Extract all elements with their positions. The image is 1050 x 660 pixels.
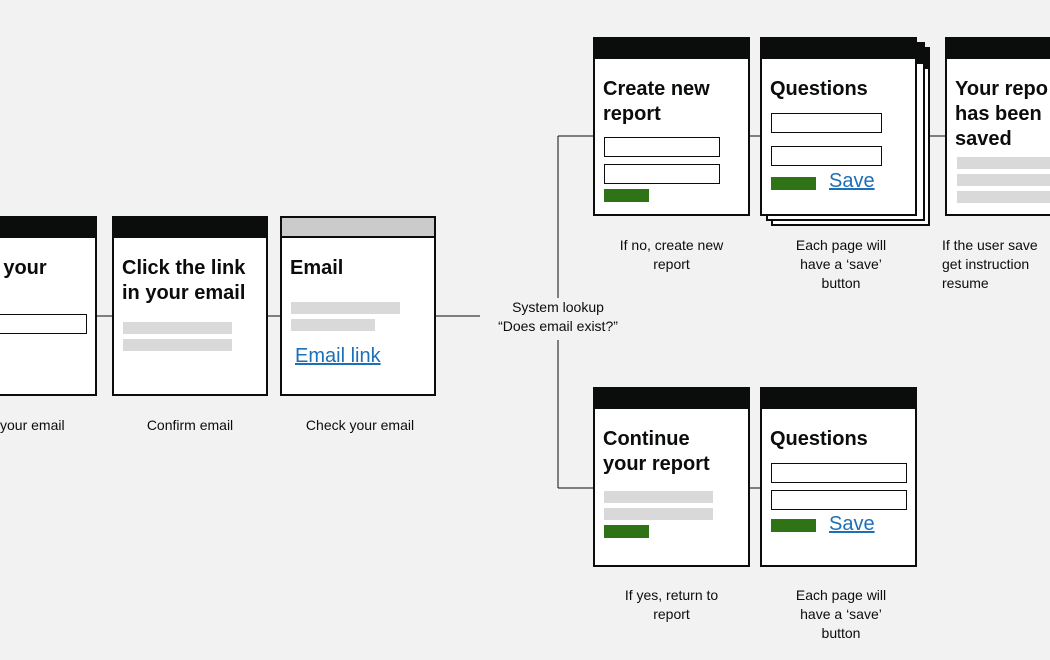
placeholder-line (604, 491, 713, 503)
question-field (771, 490, 907, 510)
card-title: Questions (770, 428, 868, 450)
card-title: Your repo has been saved (955, 78, 1048, 150)
placeholder-line (291, 319, 375, 331)
create-report-card: Create new report (593, 37, 750, 216)
continue-button (604, 189, 649, 202)
card-header-bar (595, 39, 748, 59)
email-link[interactable]: Email link (295, 345, 381, 367)
card-title: Create new report (603, 78, 710, 125)
questions-bottom-caption: Each page will have a ‘save’ button (795, 587, 887, 641)
continue-button (771, 177, 816, 190)
confirm-email-card: Click the link in your email (112, 216, 268, 396)
report-saved-card: Your repo has been saved (945, 37, 1050, 216)
question-field (771, 146, 882, 166)
card-title: r your l (3, 257, 47, 279)
enter-email-card: r your l (0, 216, 97, 396)
check-email-card: Email Email link (280, 216, 436, 396)
report-field (604, 137, 720, 157)
continue-report-caption: If yes, return to report (624, 587, 719, 622)
card-header-bar (0, 218, 95, 238)
card-title: Questions (770, 78, 868, 100)
card-header-bar (114, 218, 266, 238)
placeholder-line (123, 339, 232, 351)
question-field (771, 463, 907, 483)
card-header-bar (282, 218, 434, 238)
card-title: Continue your report (603, 428, 710, 475)
check-email-caption: Check your email (305, 417, 415, 433)
continue-button (771, 519, 816, 532)
placeholder-line (123, 322, 232, 334)
card-header-bar (762, 389, 915, 409)
save-link[interactable]: Save (829, 170, 875, 192)
card-header-bar (595, 389, 748, 409)
card-header-bar (947, 39, 1050, 59)
placeholder-line (604, 508, 713, 520)
question-field (771, 113, 882, 133)
placeholder-line (957, 191, 1050, 203)
questions-bottom-card: Questions Save (760, 387, 917, 567)
decision-label: System lookup “Does email exist?” (498, 299, 618, 334)
placeholder-line (957, 174, 1050, 186)
save-link[interactable]: Save (829, 513, 875, 535)
email-field (0, 314, 87, 334)
placeholder-line (957, 157, 1050, 169)
report-field (604, 164, 720, 184)
placeholder-line (291, 302, 400, 314)
continue-report-card: Continue your report (593, 387, 750, 567)
card-title: Email (290, 257, 344, 279)
card-header-bar (762, 39, 915, 59)
report-saved-caption: If the user save get instruction resume (942, 237, 1038, 291)
confirm-email-caption: Confirm email (146, 417, 234, 433)
continue-button (604, 525, 649, 538)
enter-email-caption: your email (0, 417, 65, 433)
questions-top-card: Questions Save (760, 37, 917, 216)
questions-top-caption: Each page will have a ‘save’ button (795, 237, 887, 291)
create-report-caption: If no, create new report (619, 237, 724, 272)
card-title: Click the link in your email (122, 257, 246, 304)
